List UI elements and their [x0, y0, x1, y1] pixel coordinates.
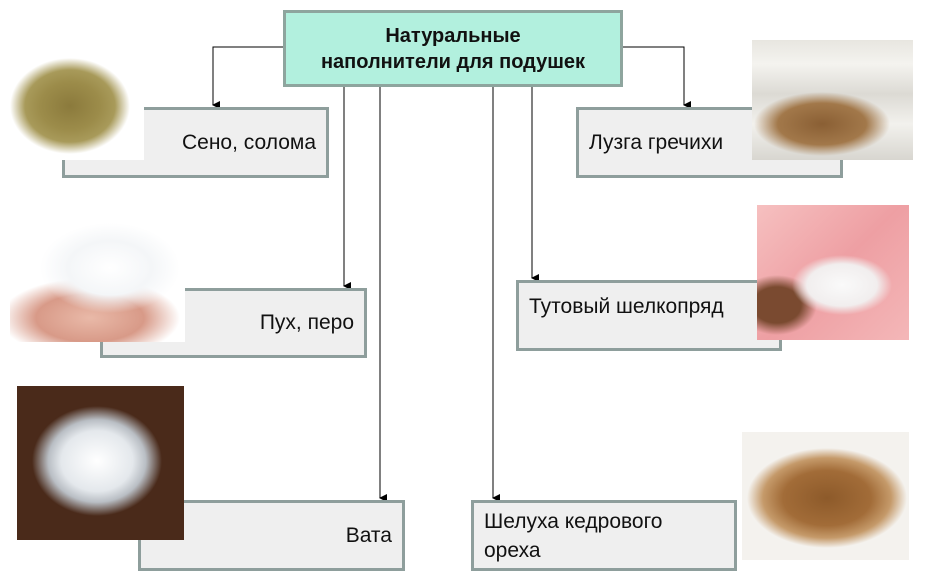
buckwheat-husk-image	[752, 40, 913, 160]
item-label: Вата	[345, 523, 392, 547]
down-feather-image	[10, 213, 185, 342]
item-label: Тутовый шелкопряд	[529, 295, 724, 318]
arrow-hay	[212, 46, 283, 109]
cedar-nut-husk-image	[742, 432, 909, 560]
item-label: Сено, солома	[181, 130, 316, 154]
arrow-buckwheat	[623, 46, 691, 109]
title-line-1: Натуральные	[385, 24, 521, 47]
diagram-title: Натуральные наполнители для подушек	[283, 10, 623, 87]
title-line-2: наполнители для подушек	[320, 50, 586, 73]
item-silk: Тутовый шелкопряд	[516, 280, 782, 351]
item-label: Лузга гречихи	[589, 130, 724, 154]
hay-image	[2, 40, 144, 160]
item-cedar: Шелуха кедрового ореха	[471, 500, 737, 571]
item-buckwheat: Лузга гречихи	[576, 107, 843, 178]
cotton-wool-image	[17, 386, 184, 540]
item-label: Шелуха кедрового ореха	[484, 509, 663, 562]
item-label: Пух, перо	[259, 311, 354, 334]
mulberry-silk-image	[757, 205, 909, 340]
